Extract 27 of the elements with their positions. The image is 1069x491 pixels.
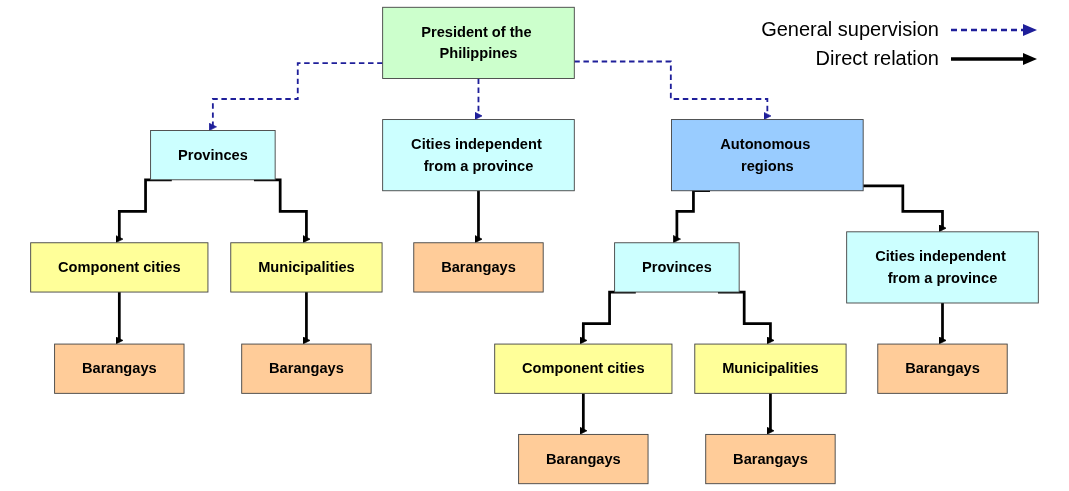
node-box: Barangays [413,242,544,293]
node-box: Cities independent from a province [382,119,575,192]
node-box: Municipalities [694,343,847,394]
node-box: Barangays [518,433,649,485]
legend-text: Direct relation [815,47,939,70]
arrow [474,77,483,120]
node-box: Component cities [494,343,673,394]
node-box: Component cities [30,242,209,293]
node-box: Provinces [150,130,276,181]
node-box: Provinces [614,242,740,293]
arrow [766,392,775,435]
arrow [579,392,588,435]
node-box: Cities independent from a province [846,231,1039,304]
node-box: Municipalities [230,242,383,293]
arrow [474,189,483,244]
arrow [208,62,384,131]
node-box: President of the Philippines [382,6,575,79]
arrow [863,184,947,233]
node-box: Autonomous regions [671,119,864,192]
node-box: Barangays [54,343,185,394]
node-box: Barangays [877,343,1008,394]
node-box: Barangays [241,343,372,394]
arrow [573,60,772,120]
node-box: Barangays [705,433,836,485]
arrow [253,178,311,244]
legend-text: General supervision [761,18,939,41]
arrow [115,178,172,244]
